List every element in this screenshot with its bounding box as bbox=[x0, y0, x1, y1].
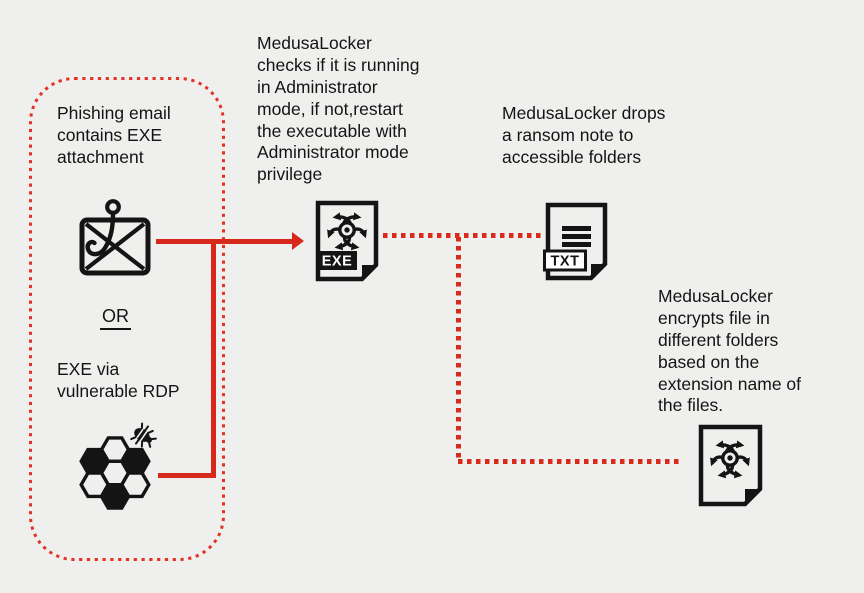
dotted-connector-exe-to-txt bbox=[383, 233, 543, 238]
rdp-label: EXE via vulnerable RDP bbox=[57, 359, 180, 401]
or-label: OR bbox=[100, 306, 131, 330]
txt-file-icon: TXT bbox=[543, 202, 608, 281]
encrypted-malware-file-icon bbox=[698, 424, 763, 507]
bug-icon bbox=[130, 422, 157, 448]
txt-badge: TXT bbox=[551, 254, 580, 270]
phishing-email-label: Phishing email contains EXE attachment bbox=[57, 103, 171, 167]
connector-honeycomb-stub bbox=[158, 473, 216, 478]
dotted-connector-branch-down bbox=[456, 237, 461, 461]
hooked-envelope-icon bbox=[79, 199, 151, 276]
exe-badge: EXE bbox=[322, 254, 353, 270]
connector-merge-vertical bbox=[211, 239, 216, 478]
dotted-connector-to-encrypted bbox=[458, 459, 680, 464]
arrowhead-icon bbox=[292, 232, 304, 250]
exe-malware-file-icon: EXE bbox=[315, 200, 379, 282]
connector-envelope-to-exe bbox=[156, 239, 294, 244]
encrypt-label: MedusaLocker encrypts file in different … bbox=[658, 286, 802, 416]
entry-vector-dashed-box bbox=[29, 77, 225, 561]
admin-check-label: MedusaLocker checks if it is running in … bbox=[257, 33, 420, 185]
honeycomb-bug-icon bbox=[79, 422, 157, 510]
ransom-note-label: MedusaLocker drops a ransom note to acce… bbox=[502, 103, 666, 167]
